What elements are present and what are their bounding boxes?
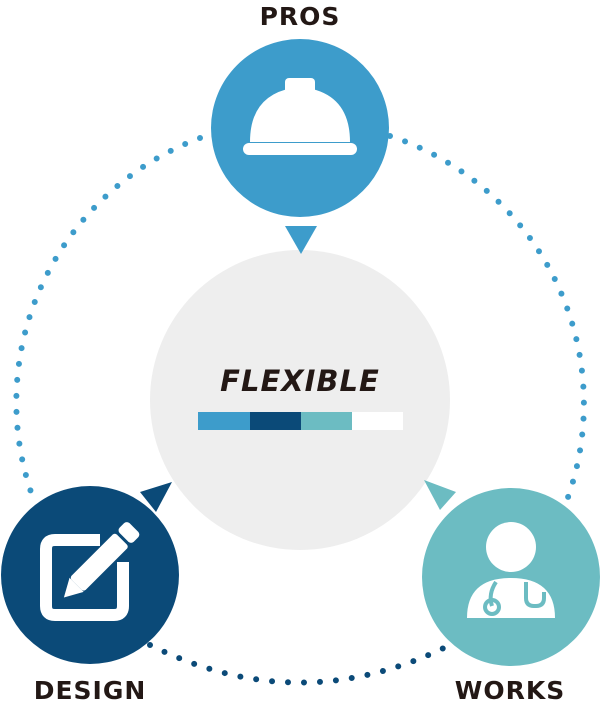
center-circle (150, 250, 450, 550)
doctor-icon (467, 522, 555, 618)
dotted-ring (13, 133, 587, 686)
color-bar (198, 412, 403, 430)
color-bar-segment-3 (301, 412, 352, 430)
label-pros: PROS (259, 2, 341, 31)
arrow-pros-to-center (285, 226, 317, 254)
node-design (1, 486, 179, 664)
edit-icon (40, 522, 140, 621)
color-bar-segment-4 (352, 412, 403, 430)
node-works (422, 488, 600, 666)
arrow-design-to-center (140, 482, 172, 512)
arrow-works-to-center (424, 480, 456, 510)
center-title: FLEXIBLE (220, 364, 380, 398)
color-bar-segment-2 (250, 412, 301, 430)
dotted-arc-bottom (147, 642, 453, 686)
works-circle (422, 488, 600, 666)
dotted-arc-left (13, 135, 203, 498)
hard-hat-icon (243, 78, 357, 155)
node-pros (211, 39, 389, 217)
label-design: DESIGN (33, 676, 147, 705)
label-works: WORKS (454, 676, 566, 705)
dotted-arc-right (387, 133, 587, 503)
color-bar-segment-1 (198, 412, 250, 430)
